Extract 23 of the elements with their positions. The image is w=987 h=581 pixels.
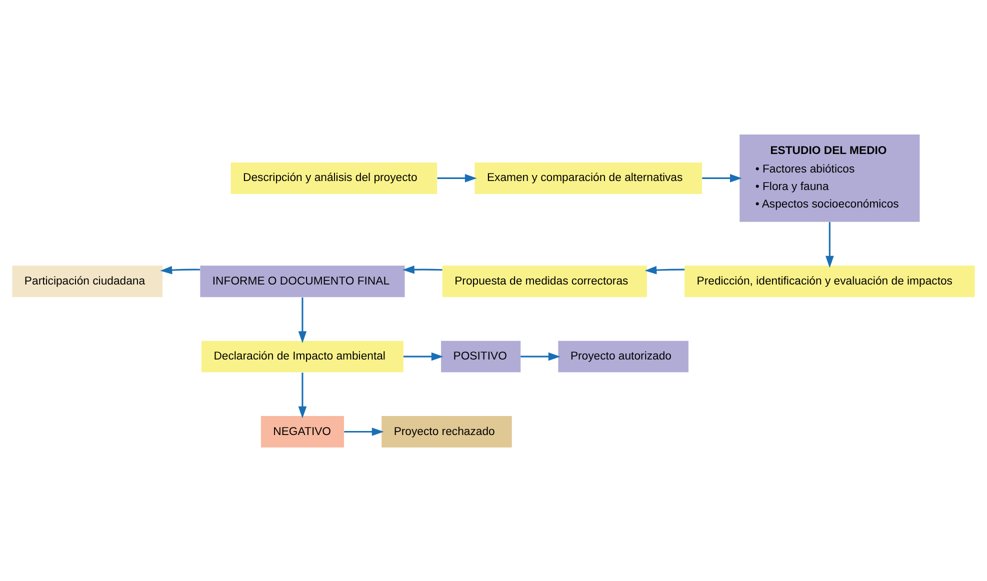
- node-box: Propuesta de medidas correctoras: [442, 265, 647, 297]
- node-box: Participación ciudadana: [12, 265, 163, 297]
- node-box: NEGATIVO: [260, 416, 344, 447]
- arrow: [520, 352, 560, 360]
- arrow: [402, 264, 442, 274]
- node-box: Descripción y análisis del proyecto: [230, 162, 438, 194]
- arrow: [437, 174, 477, 182]
- node-box: Proyecto autorizado: [558, 340, 688, 372]
- arrow: [404, 352, 444, 360]
- node-box: ESTUDIO DEL MEDIO • Factores abióticos • Flora y fauna • Aspectos socioeconómicos: [740, 134, 920, 222]
- node-box: Proyecto rechazado: [382, 416, 512, 447]
- arrow: [702, 174, 742, 182]
- node-box: Examen y comparación de alternativas: [474, 162, 702, 194]
- node-box: POSITIVO: [441, 340, 521, 372]
- arrow: [298, 372, 307, 418]
- arrow: [298, 296, 307, 343]
- node-box: INFORME O DOCUMENTO FINAL: [200, 265, 405, 297]
- arrow: [826, 222, 834, 268]
- arrow: [160, 265, 200, 274]
- arrow: [344, 427, 384, 436]
- arrow: [644, 265, 685, 274]
- node-box: Declaración de Impacto ambiental: [201, 340, 404, 372]
- node-box: Predicción, identificación y evaluación de impactos: [684, 265, 975, 297]
